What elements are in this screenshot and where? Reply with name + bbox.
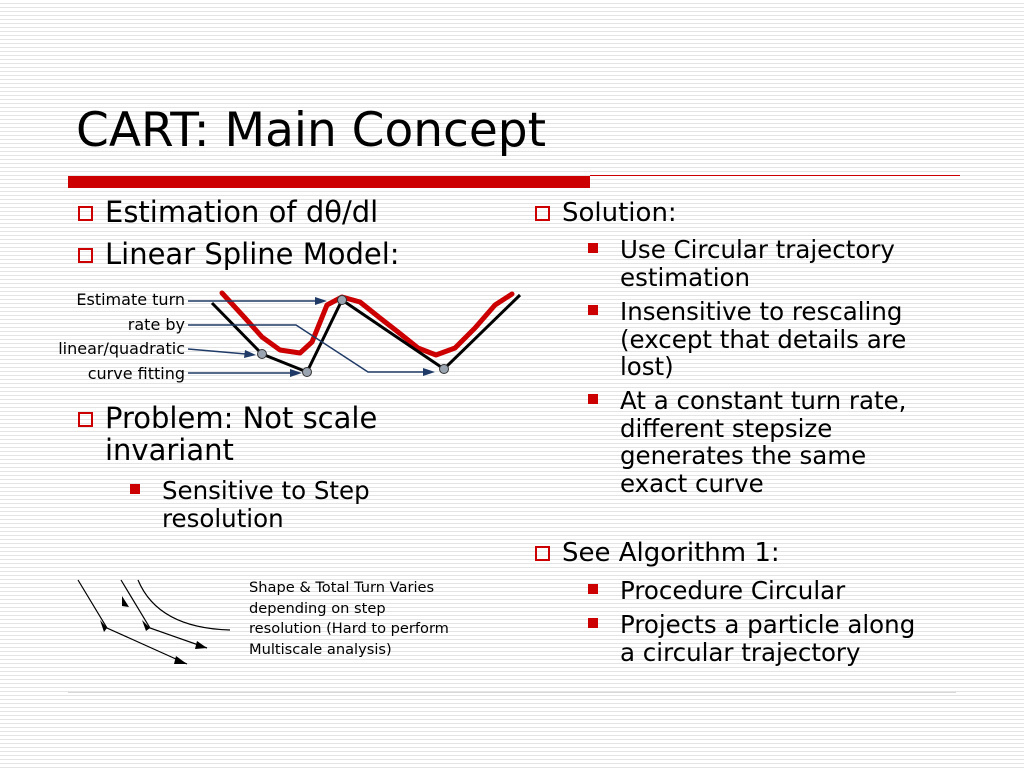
sub-bullet-insensitive: Insensitive to rescaling (except that de… [588, 298, 906, 381]
filled-square-bullet-icon [588, 618, 598, 628]
pointer-arrows [187, 300, 425, 374]
filled-square-bullet-icon [130, 484, 140, 494]
sub-bullet-sensitive: Sensitive to Step resolution [130, 477, 370, 532]
sub-bullet-constant-turn: At a constant turn rate, different steps… [588, 387, 906, 498]
filled-square-bullet-icon [588, 305, 598, 315]
sub-bullet-procedure: Procedure Circular [588, 577, 845, 605]
pointer-arrowheads [244, 297, 435, 377]
filled-square-bullet-icon [588, 394, 598, 404]
sub-bullet-projects: Projects a particle along a circular tra… [588, 611, 915, 666]
hollow-square-bullet-icon [535, 546, 550, 561]
scale-annotation: Shape & Total Turn Varies depending on s… [249, 579, 449, 658]
smooth-curve [219, 290, 515, 358]
bullet-algorithm-text: See Algorithm 1: [562, 538, 780, 568]
title-underline-bar [68, 176, 590, 188]
slide-title: CART: Main Concept [76, 103, 547, 158]
step-sketch-arrowheads [100, 596, 207, 664]
bullet-linear-spline: Linear Spline Model: [78, 237, 400, 271]
filled-square-bullet-icon [588, 584, 598, 594]
spline-annotation: Estimate turn rate by linear/quadratic c… [58, 290, 185, 383]
bullet-estimation: Estimation of dθ/dl [78, 195, 379, 229]
sub-bullet-circular-trajectory: Use Circular trajectory estimation [588, 236, 895, 291]
hollow-square-bullet-icon [78, 412, 93, 427]
bullet-solution: Solution: [535, 199, 677, 228]
bullet-problem: Problem: Not scale invariant [78, 401, 378, 467]
knot-points [257, 295, 449, 377]
linear-spline-path [210, 293, 522, 374]
bullet-linear-spline-text: Linear Spline Model: [105, 237, 400, 271]
title-underline-thin [590, 175, 960, 176]
bullet-algorithm: See Algorithm 1: [535, 539, 780, 568]
hollow-square-bullet-icon [535, 206, 550, 221]
hollow-square-bullet-icon [78, 206, 93, 221]
filled-square-bullet-icon [588, 243, 598, 253]
hollow-square-bullet-icon [78, 248, 93, 263]
footer-divider [68, 692, 956, 693]
bullet-problem-text: Problem: Not scale invariant [105, 401, 378, 467]
bullet-solution-text: Solution: [562, 198, 677, 228]
bullet-estimation-text: Estimation of dθ/dl [105, 195, 379, 229]
